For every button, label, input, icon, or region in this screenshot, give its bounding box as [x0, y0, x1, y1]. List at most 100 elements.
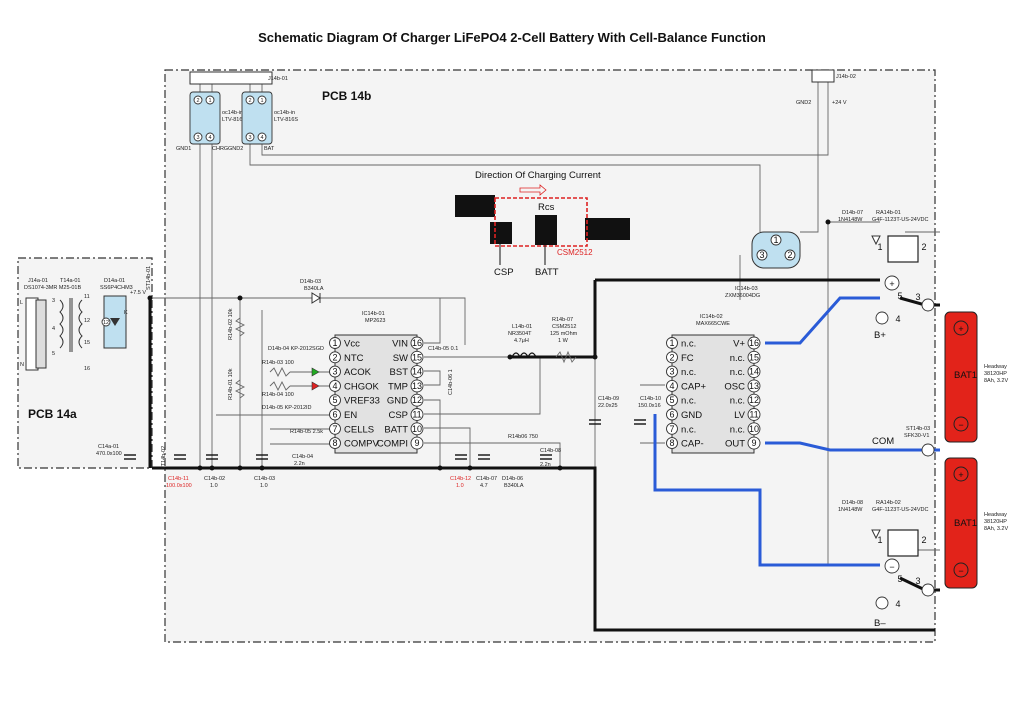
pin-2: [329, 351, 341, 364]
ic1-part: MP2623: [365, 318, 386, 324]
pin-9: [410, 436, 424, 450]
pin-number: 9: [751, 438, 756, 448]
pin-10: [410, 422, 424, 436]
pin-label: n.c.: [730, 424, 745, 435]
svg-text:RA14b-01: RA14b-01: [876, 210, 901, 216]
ic3-pin2: [784, 249, 796, 261]
terminal-bminus: [875, 596, 889, 610]
r1-label: R14b-02 10k: [228, 308, 234, 340]
pin-1: [329, 337, 341, 349]
svg-text:SFK30-V1: SFK30-V1: [904, 433, 929, 439]
mains-connector-body: [35, 299, 47, 369]
optocoupler-2: [241, 91, 273, 145]
pin-number: 8: [669, 438, 674, 448]
pin-13: [747, 379, 761, 393]
pin-label: OUT: [725, 439, 745, 450]
svg-text:1: 1: [877, 242, 882, 252]
ic3-part: ZXM36004DG: [725, 293, 760, 299]
svg-text:G4F-1123T-US-24VDC: G4F-1123T-US-24VDC: [872, 217, 928, 223]
pin-label: n.c.: [681, 339, 696, 350]
balance-traces: [653, 296, 940, 567]
pin-number: 4: [332, 381, 337, 391]
svg-text:3: 3: [196, 135, 199, 141]
svg-text:C14b-09: C14b-09: [598, 396, 619, 402]
svg-text:2: 2: [196, 98, 199, 104]
svg-text:C14b-12: C14b-12: [450, 476, 471, 482]
svg-text:D14b-06: D14b-06: [502, 476, 523, 482]
svg-text:R14b-07: R14b-07: [552, 317, 573, 323]
svg-text:D14b-03: D14b-03: [300, 279, 321, 285]
com-label: COM: [872, 436, 894, 447]
r4-label: R14b-04 100: [262, 392, 294, 398]
svg-text:470.0x100: 470.0x100: [96, 451, 122, 457]
svg-text:−: −: [958, 420, 963, 430]
svg-text:3: 3: [52, 298, 55, 304]
pin-number: 11: [412, 410, 421, 420]
terminal-bminus-bat: [921, 583, 935, 597]
pin-number: 12: [412, 395, 422, 405]
pin-number: 4: [669, 381, 674, 391]
svg-text:38120HP: 38120HP: [984, 519, 1007, 525]
svg-text:12: 12: [103, 320, 109, 326]
svg-text:L14b-01: L14b-01: [512, 324, 532, 330]
pin-1: [666, 337, 678, 349]
pcb-14b-border: [164, 69, 936, 643]
pin-8: [329, 437, 341, 450]
pin-label: GND: [681, 410, 702, 421]
svg-text:4: 4: [260, 135, 263, 141]
pin-number: 13: [412, 381, 422, 391]
junction-dots: [147, 219, 831, 471]
d1-part: SS6P4CHM3: [100, 285, 133, 291]
svg-text:11: 11: [84, 294, 90, 300]
pin-label: TMP: [388, 381, 408, 392]
svg-text:1: 1: [773, 235, 778, 245]
svg-text:2.2n: 2.2n: [294, 461, 305, 467]
pin-number: 5: [669, 395, 674, 405]
oc1-ref: oc14b-in: [222, 110, 243, 116]
pin-label: n.c.: [681, 367, 696, 378]
copper-pad-csp: [490, 222, 512, 244]
connector-j14b-01: [189, 71, 273, 85]
inductor-l14b-01: [511, 352, 537, 359]
svg-text:4: 4: [895, 314, 900, 324]
svg-text:−: −: [958, 566, 963, 576]
c11-val: 100.0x100: [166, 483, 192, 489]
j1-part: DS1074-3MR M25-01B: [24, 285, 81, 291]
pin-8: [666, 437, 678, 450]
svg-text:C14a-01: C14a-01: [98, 444, 119, 450]
svg-text:C14b-03: C14b-03: [254, 476, 275, 482]
c6-label: C14b-06 1: [448, 369, 454, 395]
svg-text:ST14b-03: ST14b-03: [906, 426, 930, 432]
pin-16: [410, 336, 424, 350]
shunt-r14b-07: [555, 350, 577, 364]
pin-label: n.c.: [730, 367, 745, 378]
led-red: [311, 381, 320, 391]
pin-label: COMPI: [377, 439, 408, 450]
power-traces: [148, 278, 940, 632]
battery-2: [944, 457, 978, 589]
pin-number: 2: [669, 352, 674, 362]
transformer-primary: [59, 299, 64, 349]
svg-text:3: 3: [759, 250, 764, 260]
pin-number: 6: [669, 410, 674, 420]
batt-label: BATT: [535, 267, 559, 278]
oc2-pin1: [257, 95, 267, 105]
oc2-pin4: [257, 132, 267, 142]
pin-3: [666, 365, 678, 378]
pin-number: 15: [749, 352, 759, 362]
svg-text:C14b-04: C14b-04: [292, 454, 313, 460]
svg-text:3: 3: [248, 135, 251, 141]
svg-text:C14b-02: C14b-02: [204, 476, 225, 482]
pin-label: NTC: [344, 353, 364, 364]
pin-2: [666, 351, 678, 364]
svg-text:2: 2: [787, 250, 792, 260]
pin-15: [410, 350, 424, 364]
relay1-contact: [884, 275, 900, 291]
svg-text:5: 5: [897, 574, 902, 584]
pin-number: 3: [669, 367, 674, 377]
oc1-pin3: [193, 132, 203, 142]
pin-4: [329, 379, 341, 392]
relay-ra14b-02: [887, 529, 919, 557]
pin-label: ACOK: [344, 367, 372, 378]
